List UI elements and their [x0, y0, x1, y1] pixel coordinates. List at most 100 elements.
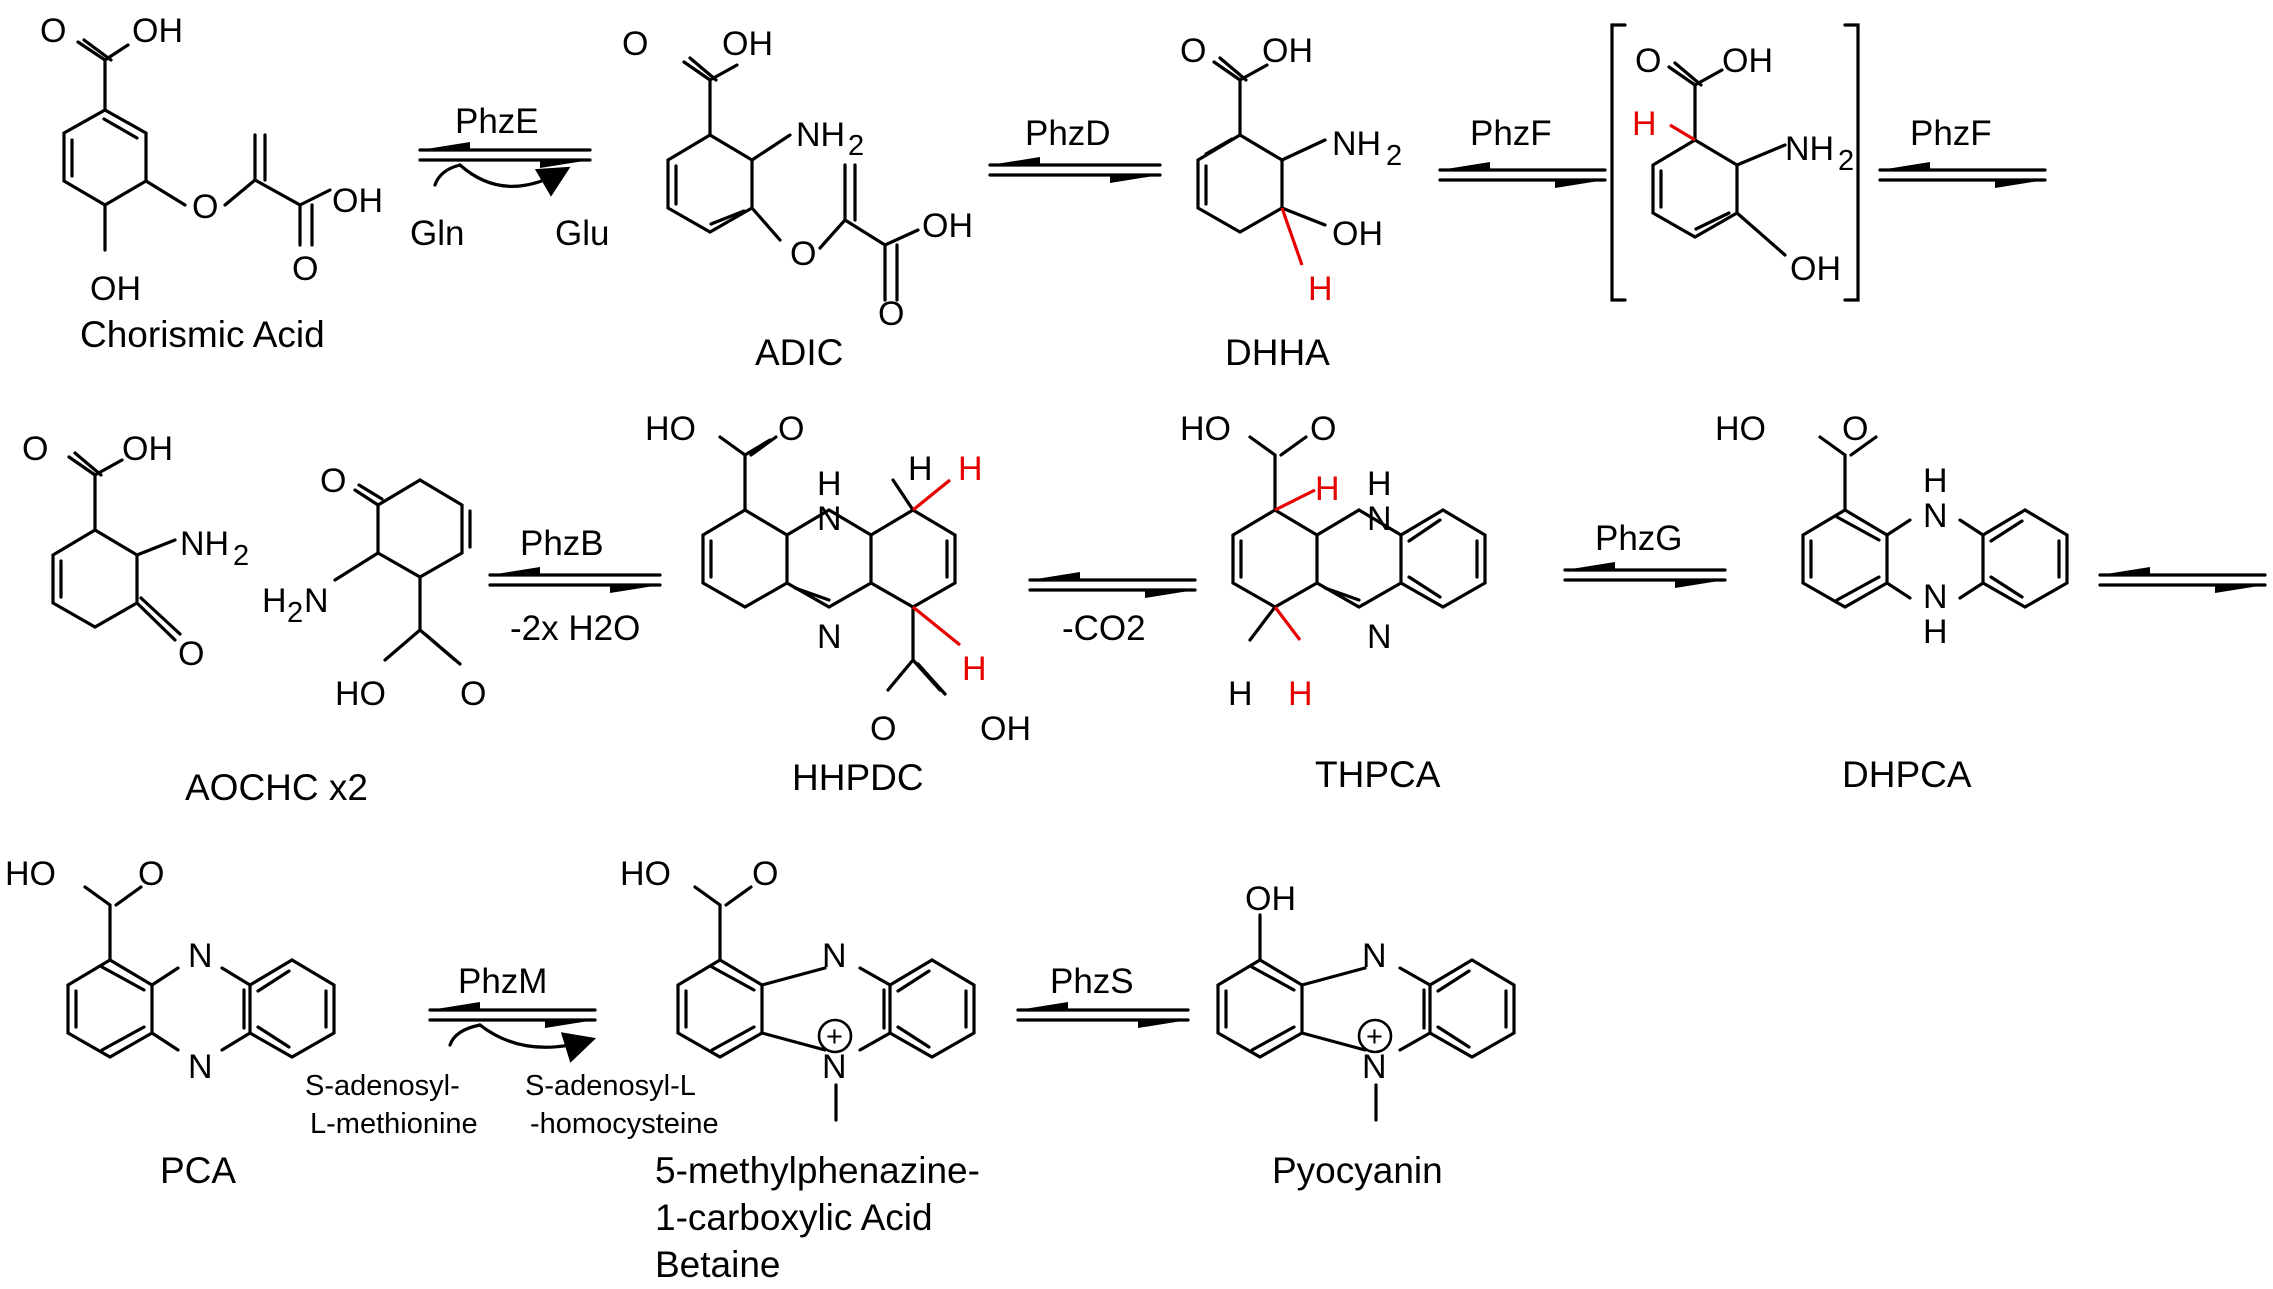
atom-nh2: NH	[180, 525, 229, 563]
atom-h-highlight: H	[958, 450, 983, 488]
cosubstrate-glu: Glu	[555, 214, 609, 253]
atom-sub: 2	[1386, 140, 1402, 172]
enzyme-phzM: PhzM	[458, 962, 547, 1001]
atom-h: H	[908, 450, 933, 488]
atom-h2n: H	[262, 582, 287, 620]
enzyme-phzG: PhzG	[1595, 519, 1683, 558]
pca-structure: HO O N N PCA	[5, 855, 336, 1191]
reaction-phzD: PhzD	[988, 114, 1162, 183]
atom-h: H	[1228, 675, 1253, 713]
atom-o: O	[878, 295, 904, 333]
atom-n: N	[822, 1048, 847, 1086]
atom-o: O	[622, 25, 648, 63]
atom-o: O	[178, 635, 204, 673]
label-methylphenazine-line3: Betaine	[655, 1244, 781, 1285]
aochc-structure: O OH NH 2 O O H 2 N HO O AOCHC x2	[22, 430, 486, 808]
atom-o: O	[778, 410, 804, 448]
pyocyanin-structure: OH N N + Pyocyanin	[1216, 880, 1516, 1191]
atom-oh: OH	[722, 25, 773, 63]
atom-o: O	[40, 12, 66, 50]
enzyme-phzD: PhzD	[1025, 114, 1111, 153]
atom-h-highlight: H	[962, 650, 987, 688]
atom-oh: OH	[1262, 32, 1313, 70]
atom-sub: 2	[1838, 145, 1854, 177]
atom-oh: OH	[1722, 42, 1773, 80]
atom-ho: HO	[620, 855, 671, 893]
atom-n: N	[1362, 1048, 1387, 1086]
atom-o: O	[752, 855, 778, 893]
label-methylphenazine-line1: 5-methylphenazine-	[655, 1150, 980, 1191]
reaction-phzG: PhzG	[1563, 519, 1727, 588]
atom-oh: OH	[1245, 880, 1296, 918]
atom-n: N	[822, 937, 847, 975]
atom-n: N	[1367, 618, 1392, 656]
atom-ho: HO	[335, 675, 386, 713]
atom-oh: OH	[90, 270, 141, 308]
dhha-structure: O OH NH 2 OH H DHHA	[1180, 32, 1402, 373]
methylphenazine-betaine-structure: HO O N N + 5-methylphenazine- 1-carboxyl…	[620, 855, 980, 1285]
reaction-phzF-2: PhzF	[1878, 114, 2047, 188]
atom-n: N	[1367, 500, 1392, 538]
charge-plus: +	[1366, 1021, 1383, 1053]
atom-n: N	[1923, 578, 1948, 616]
enzyme-phzE: PhzE	[455, 102, 539, 141]
loss-co2: -CO2	[1062, 609, 1146, 648]
atom-o: O	[22, 430, 48, 468]
label-pyocyanin: Pyocyanin	[1272, 1150, 1443, 1191]
reaction-phzE: PhzE Gln Glu	[410, 102, 609, 253]
atom-h-highlight: H	[1308, 270, 1333, 308]
atom-o: O	[292, 250, 318, 288]
atom-h: H	[1923, 613, 1948, 651]
atom-ho: HO	[1715, 410, 1766, 448]
reaction-phzM: PhzM S-adenosyl- L-methionine S-adenosyl…	[305, 962, 719, 1140]
label-adic: ADIC	[755, 332, 843, 373]
thpca-structure: HO O H H N N H H THPCA	[1180, 410, 1487, 795]
atom-h: H	[817, 465, 842, 503]
atom-o: O	[320, 462, 346, 500]
adic-structure: O OH NH 2 O OH O ADIC	[622, 25, 973, 373]
atom-h-highlight: H	[1315, 470, 1340, 508]
atom-n: N	[1362, 937, 1387, 975]
cosubstrate-gln: Gln	[410, 214, 464, 253]
reaction-phzB: PhzB -2x H2O	[488, 524, 662, 648]
atom-o: O	[460, 675, 486, 713]
atom-sub: 2	[233, 540, 249, 572]
label-thpca: THPCA	[1315, 754, 1441, 795]
atom-o: O	[1180, 32, 1206, 70]
atom-n: N	[188, 937, 213, 975]
charge-plus: +	[826, 1021, 843, 1053]
reaction-phzF-1: PhzF	[1438, 114, 1607, 188]
atom-n: N	[188, 1048, 213, 1086]
cosubstrate-sam-line2: L-methionine	[310, 1108, 478, 1140]
atom-sub: 2	[848, 130, 864, 162]
label-chorismic-acid: Chorismic Acid	[80, 314, 325, 355]
atom-oh: OH	[922, 207, 973, 245]
atom-h-highlight: H	[1632, 105, 1657, 143]
atom-oh: OH	[132, 12, 183, 50]
atom-oh: OH	[1790, 250, 1841, 288]
atom-nh2: NH	[796, 116, 845, 154]
atom-nh2: NH	[1332, 125, 1381, 163]
label-dhpca: DHPCA	[1842, 754, 1972, 795]
dhpca-structure: HO O H N N H DHPCA	[1715, 410, 2069, 795]
atom-n: N	[817, 618, 842, 656]
atom-o: O	[138, 855, 164, 893]
atom-oh: OH	[980, 710, 1031, 748]
atom-n: N	[817, 500, 842, 538]
atom-o: O	[192, 188, 218, 226]
label-pca: PCA	[160, 1150, 236, 1191]
loss-water: -2x H2O	[510, 609, 640, 648]
atom-sub: 2	[287, 597, 303, 629]
enol-intermediate-structure: O OH H NH 2 OH	[1610, 23, 1860, 302]
cosubstrate-sah-line1: S-adenosyl-L	[525, 1070, 696, 1102]
atom-h-highlight: H	[1288, 675, 1313, 713]
atom-h2n-n: N	[304, 582, 329, 620]
cosubstrate-sah-line2: -homocysteine	[530, 1108, 719, 1140]
enzyme-phzS: PhzS	[1050, 962, 1134, 1001]
atom-ho: HO	[645, 410, 696, 448]
atom-o: O	[1635, 42, 1661, 80]
atom-h: H	[1367, 465, 1392, 503]
atom-o: O	[790, 235, 816, 273]
